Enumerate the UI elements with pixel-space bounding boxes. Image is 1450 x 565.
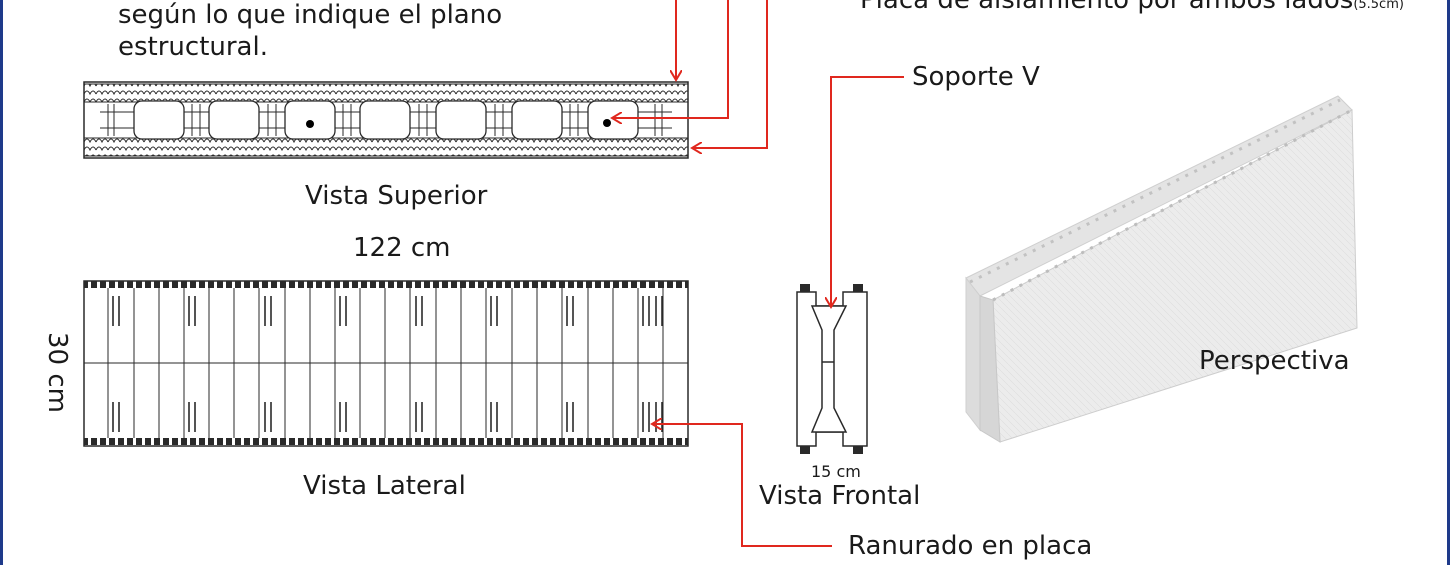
height-dimension: 30 cm [42,332,72,413]
top-note-line1: según lo que indique el plano [118,0,503,30]
top-right-label: Placa de aislamiento por ambos lados(5.5… [860,0,1404,20]
ranurado-arrow [652,424,832,547]
top-right-label-sub: (5.5cm) [1353,0,1404,12]
vista-lateral-label: Vista Lateral [303,471,466,501]
width-dimension: 15 cm [811,462,861,481]
ranurado-label: Ranurado en placa [848,531,1093,561]
vista-frontal-label: Vista Frontal [759,481,921,511]
vista-superior-drawing [83,81,689,159]
perspectiva-drawing [965,95,1358,443]
vista-frontal-drawing [796,284,868,454]
vista-superior-label: Vista Superior [305,181,488,211]
length-dimension: 122 cm [353,233,451,263]
vista-lateral-drawing [83,280,689,447]
soporte-v-arrow [831,76,904,307]
top-arrows [612,0,768,148]
top-right-label-main: Placa de aislamiento por ambos lados [860,0,1354,15]
rebar-dot [603,119,611,127]
soporte-v-label: Soporte V [912,62,1040,92]
perspectiva-label: Perspectiva [1199,346,1350,376]
top-note-line2: estructural. [118,32,268,62]
rebar-dot [306,120,314,128]
